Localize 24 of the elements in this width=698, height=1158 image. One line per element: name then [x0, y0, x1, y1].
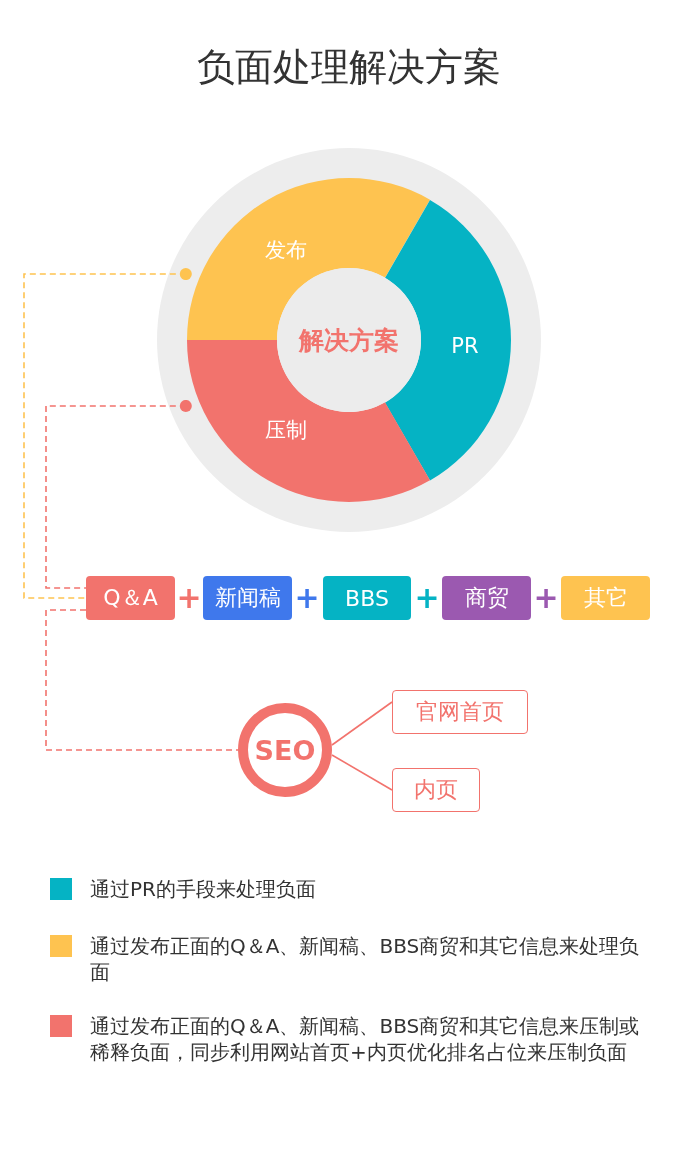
plus-sign: +	[294, 579, 320, 617]
connector-line	[331, 701, 393, 746]
connector-line	[331, 754, 393, 791]
tag-box: 商贸	[442, 576, 531, 620]
segment-label: 压制	[265, 417, 307, 444]
legend-text: 通过发布正面的Q＆A、新闻稿、BBS商贸和其它信息来压制或稀释负面，同步利用网站首页+内页优化排名占位来压制负面	[90, 1013, 641, 1065]
plus-sign: +	[414, 579, 440, 617]
outlined-box: 官网首页	[392, 690, 528, 734]
segment-label: PR	[451, 334, 479, 358]
tag-box: 新闻稿	[203, 576, 292, 620]
tag-box: Q＆A	[86, 576, 175, 620]
tag-box: BBS	[323, 576, 411, 620]
legend-text: 通过发布正面的Q＆A、新闻稿、BBS商贸和其它信息来处理负面	[90, 933, 641, 985]
title: 负面处理解决方案	[196, 44, 502, 91]
plus-sign: +	[533, 579, 559, 617]
legend-text: 通过PR的手段来处理负面	[90, 876, 317, 902]
plus-sign: +	[176, 579, 202, 617]
segment-label: 发布	[265, 237, 307, 264]
dashed-connector	[23, 268, 192, 599]
seo-circle: SEO	[238, 703, 332, 797]
tag-box: 其它	[561, 576, 650, 620]
dashed-connector	[45, 399, 192, 589]
outlined-box: 内页	[392, 768, 480, 812]
dashed-connector	[45, 609, 239, 751]
